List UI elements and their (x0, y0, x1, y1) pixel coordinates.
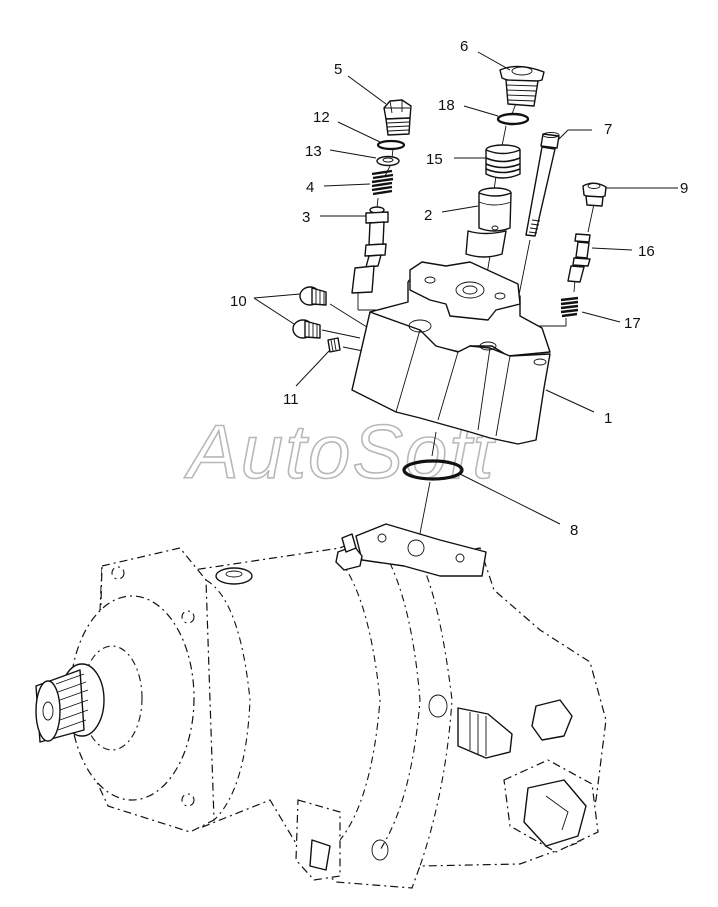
callout-4: 4 (306, 179, 314, 196)
part-16-valve (567, 233, 591, 283)
part-8-o-ring (402, 459, 464, 481)
callout-11: 11 (283, 391, 299, 408)
callout-15: 15 (426, 151, 443, 168)
part-12-o-ring (376, 139, 406, 151)
part-15-sleeve (485, 144, 521, 179)
hydraulic-motor-phantom (35, 523, 607, 889)
callout-9: 9 (680, 180, 688, 197)
leader-lines (253, 51, 678, 525)
callout-2: 2 (424, 207, 432, 224)
part-4-spring (371, 169, 394, 196)
callout-17: 17 (624, 315, 641, 332)
part-9-small-plug (582, 182, 607, 207)
callout-1: 1 (604, 410, 612, 427)
part-7-bolt (525, 132, 560, 237)
callout-10: 10 (230, 293, 247, 310)
part-13-washer (376, 155, 400, 167)
callout-18: 18 (438, 97, 455, 114)
callout-13: 13 (305, 143, 322, 160)
callout-7: 7 (604, 121, 612, 138)
part-1-valve-housing (351, 261, 551, 445)
callout-8: 8 (570, 522, 578, 539)
callout-12: 12 (313, 109, 330, 126)
part-5-hex-plug (383, 99, 412, 136)
callout-3: 3 (302, 209, 310, 226)
part-2-valve-piston (465, 187, 512, 258)
part-18-o-ring (496, 112, 530, 126)
callout-labels: 1 2 3 4 5 6 7 8 9 10 11 12 13 15 16 17 1… (230, 38, 688, 539)
callout-6: 6 (460, 38, 468, 55)
part-17-spring (560, 296, 579, 318)
part-11-set-screw (327, 337, 341, 353)
part-6-threaded-plug (499, 65, 545, 107)
part-3-spool-valve (351, 206, 389, 294)
callout-5: 5 (334, 61, 342, 78)
part-10-plug-upper (299, 286, 327, 306)
callout-16: 16 (638, 243, 655, 260)
part-10-plug-lower (292, 319, 321, 339)
